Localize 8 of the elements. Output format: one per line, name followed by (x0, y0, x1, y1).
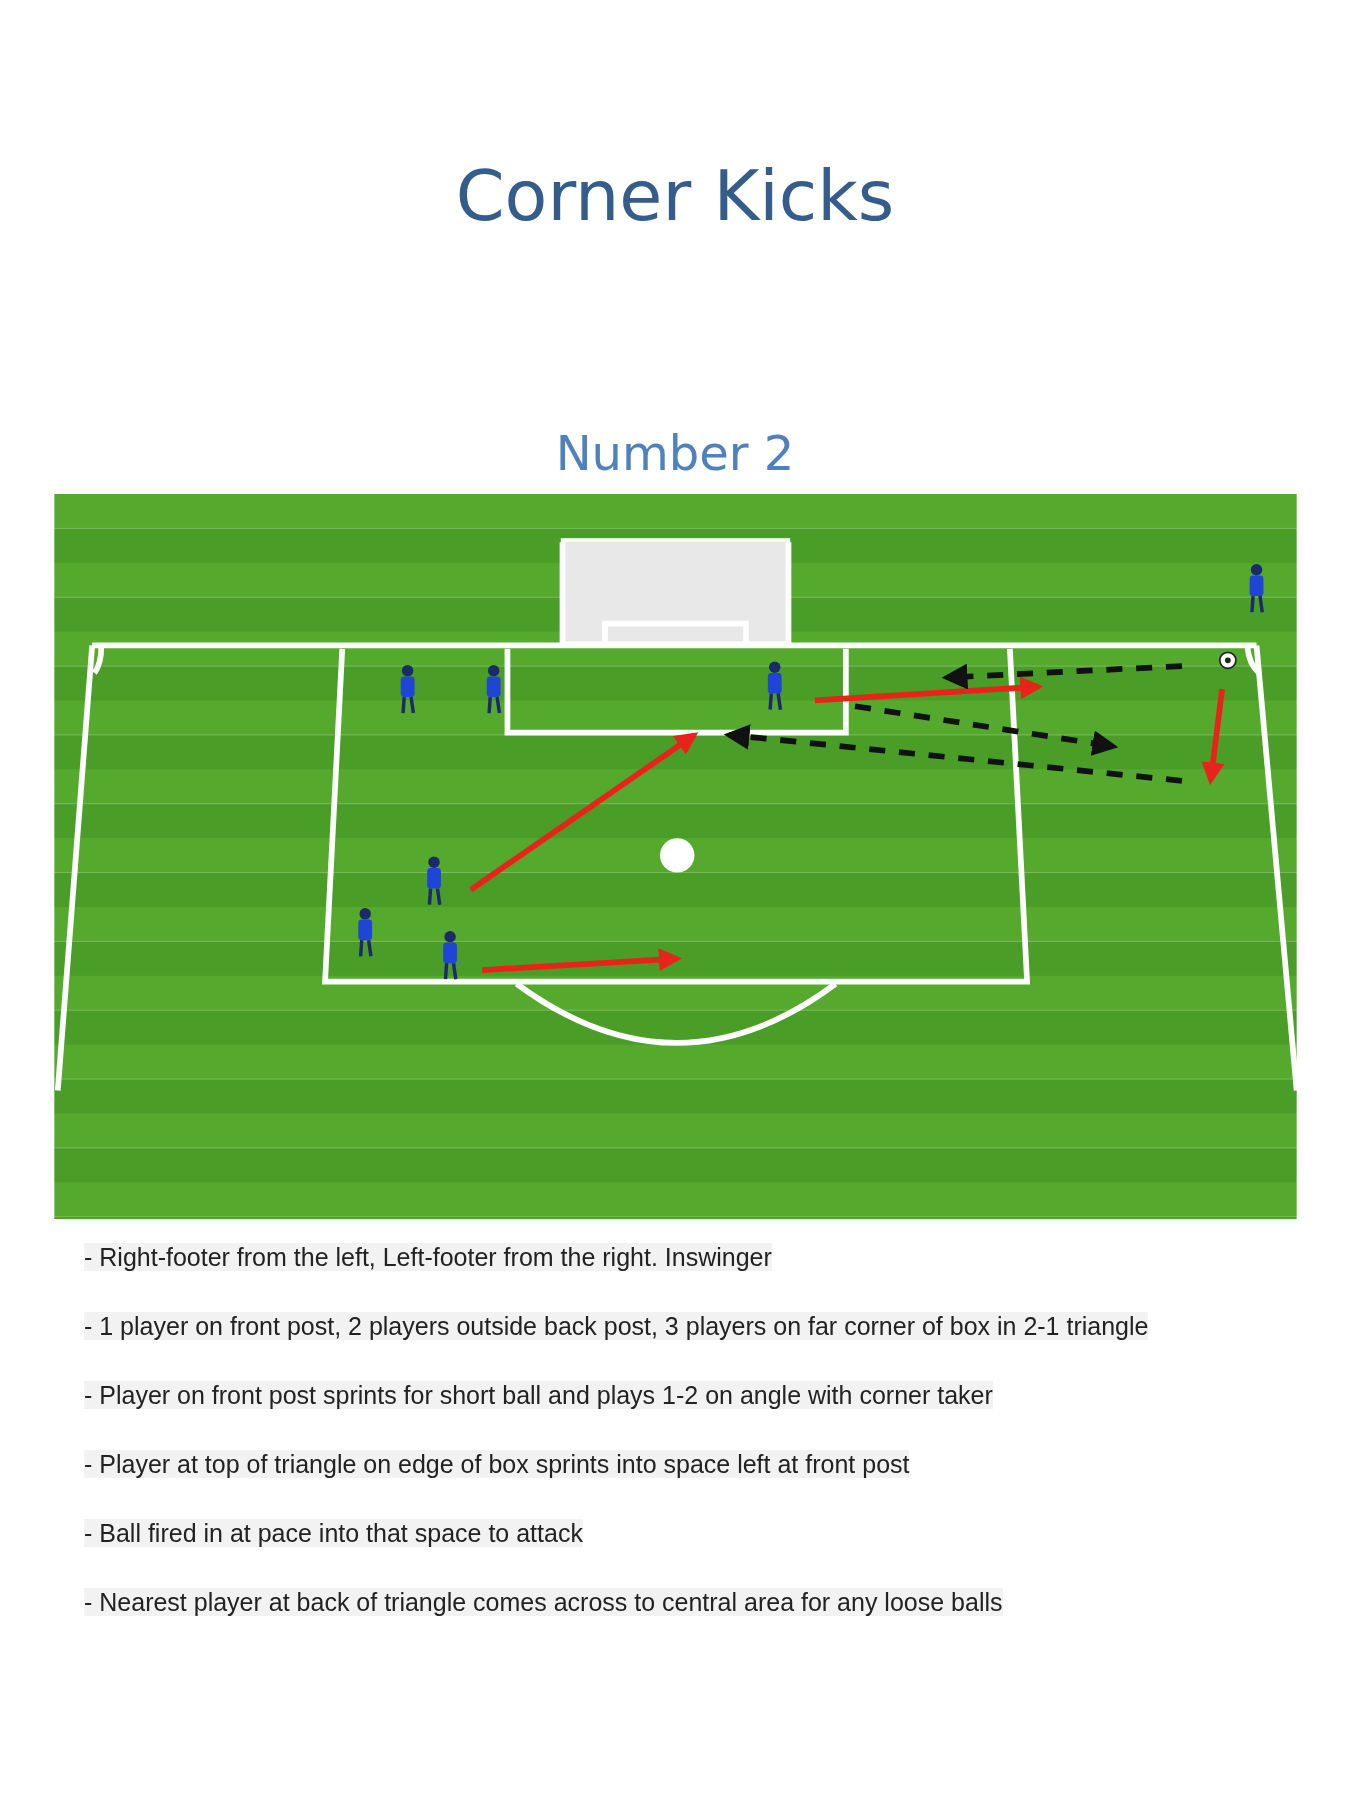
note-text: - Player on front post sprints for short ball and plays 1-2 on angle with corner taker (84, 1381, 993, 1409)
note-text: - Nearest player at back of triangle comes across to central area for any loose balls (84, 1588, 1003, 1616)
note-text: - 1 player on front post, 2 players outside back post, 3 players on far corner of box in 2-1 triangle (84, 1312, 1149, 1340)
note-text: - Right-footer from the left, Left-footer from the right. Inswinger (84, 1243, 772, 1271)
subtitle: Number 2 (555, 425, 795, 481)
note-text: - Player at top of triangle on edge of box sprints into space left at front post (84, 1450, 910, 1478)
title: Corner Kicks (455, 155, 895, 237)
note-text: - Ball fired in at pace into that space to attack (84, 1519, 583, 1547)
